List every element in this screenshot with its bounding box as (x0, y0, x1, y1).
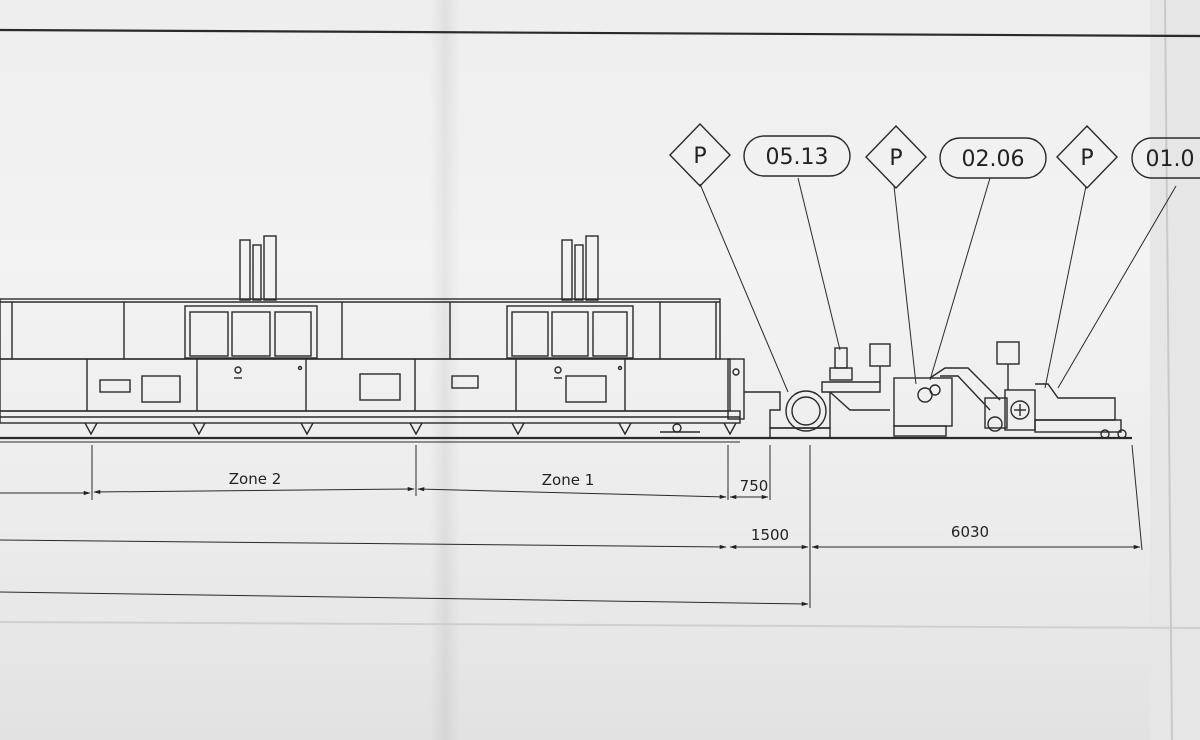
dimension-row-zones (0, 486, 769, 500)
tag-code-1: 05.13 (743, 135, 851, 177)
paper-fold-vertical (430, 0, 460, 740)
infeed-machine (996, 341, 1127, 439)
tag-p-2-label: P (889, 146, 902, 171)
tag-code-2: 02.06 (939, 137, 1047, 179)
dimension-750-label: 750 (740, 477, 769, 495)
dimension-extension-lines (91, 444, 1143, 608)
paper-fold-line-right (1164, 0, 1173, 740)
dimension-row-2 (0, 539, 1141, 550)
zone-2-label: Zone 2 (229, 470, 282, 488)
tag-p-3: P (1056, 124, 1118, 190)
dimension-row-3 (0, 591, 809, 607)
oven-machine (0, 235, 745, 436)
tag-code-3-label: 01.0 (1146, 147, 1195, 172)
tag-code-3: 01.0 (1131, 137, 1200, 179)
tag-code-1-label: 05.13 (766, 145, 829, 170)
tag-p-1: P (669, 122, 731, 188)
paper-fold-right (1150, 0, 1200, 740)
tag-code-2-label: 02.06 (962, 147, 1025, 172)
tag-p-3-label: P (1080, 146, 1093, 171)
zone-1-label: Zone 1 (542, 471, 595, 489)
drawing-border-top (0, 28, 1200, 38)
leader-lines (699, 177, 1177, 393)
dosing-unit (821, 343, 891, 411)
tag-p-1-label: P (693, 144, 706, 169)
dimension-6030-label: 6030 (951, 523, 989, 541)
paper-fold-line (0, 621, 1200, 629)
tag-p-2: P (865, 124, 927, 190)
feeding-conveyor (744, 390, 831, 439)
mixer-unit (893, 367, 1008, 437)
dimension-1500-label: 1500 (751, 526, 789, 544)
